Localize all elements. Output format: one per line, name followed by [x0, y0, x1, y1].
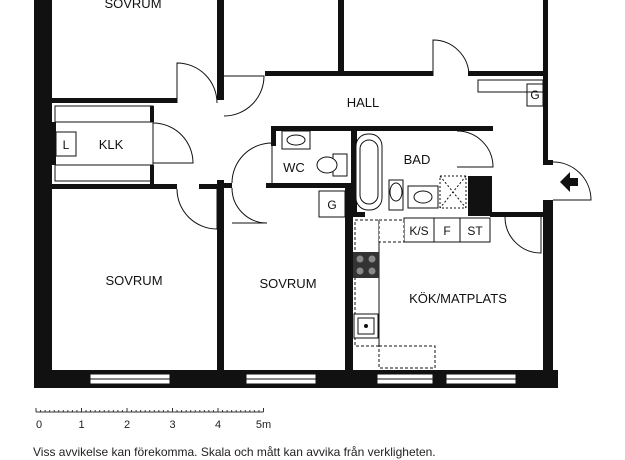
- hall-wardrobe: [477, 79, 544, 107]
- room-label-klk: KLK: [99, 137, 124, 152]
- disclaimer-text: Viss avvikelse kan förekomma. Skala och …: [33, 445, 436, 459]
- scale-tick-label: 0: [36, 419, 42, 431]
- scale-tick-label: 2: [124, 419, 130, 431]
- room-label-bad: BAD: [404, 152, 431, 167]
- windows: [89, 373, 517, 385]
- klk-closet: [52, 105, 154, 184]
- fixture-label-st: ST: [467, 224, 483, 238]
- room-label-kok: KÖK/MATPLATS: [409, 291, 507, 306]
- fixture-label-ks: K/S: [409, 224, 428, 238]
- fixture-label-g-hall: G: [530, 88, 539, 102]
- scale-tick-label: 3: [169, 419, 175, 431]
- fixture-label-f: F: [443, 224, 450, 238]
- room-label-wc: WC: [283, 160, 305, 175]
- scale-tick-label: 5m: [256, 419, 271, 431]
- sink-icon: [353, 313, 379, 339]
- bad-fixtures: [355, 133, 467, 211]
- room-label-sovrum-mid: SOVRUM: [259, 276, 316, 291]
- room-label-sovrum-left: SOVRUM: [105, 273, 162, 288]
- entrance-arrow-icon: [560, 172, 578, 192]
- room-label-sovrum-top: SOVRUM: [104, 0, 161, 11]
- fixture-label-g-mid: G: [327, 198, 336, 212]
- g-mid-box: [318, 190, 346, 218]
- stove-icon: [353, 252, 379, 278]
- wc-fixtures: [281, 130, 348, 177]
- scale-tick-label: 4: [215, 419, 221, 431]
- scale-tick-label: 1: [78, 419, 84, 431]
- interior-walls: [52, 0, 546, 372]
- fixture-label-l: L: [63, 138, 70, 152]
- scale-bar: 0 1 2 3 4 5m: [35, 408, 271, 431]
- room-label-hall: HALL: [347, 95, 380, 110]
- doors: [152, 39, 592, 254]
- floor-plan: SOVRUM HALL KLK WC BAD SOVRUM SOVRUM KÖK…: [34, 0, 592, 388]
